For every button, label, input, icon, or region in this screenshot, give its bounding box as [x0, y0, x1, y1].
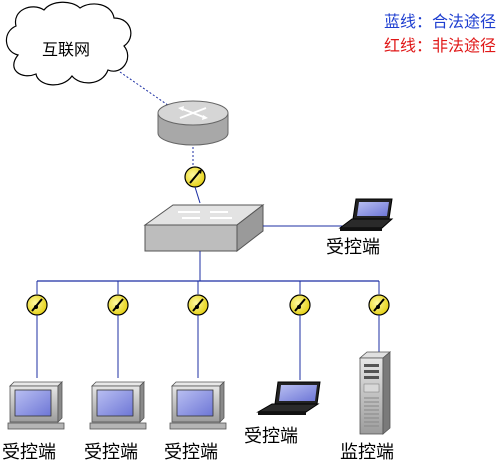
legend-red: 红线：非法途径 [383, 36, 496, 55]
server-label: 监控端 [340, 442, 394, 463]
firewall-icon [289, 294, 311, 316]
client-1-label: 受控端 [2, 442, 56, 463]
router [157, 100, 229, 146]
firewall-icon [26, 294, 48, 316]
laptop-bottom-icon [256, 381, 321, 415]
client-pc-icon [169, 381, 227, 430]
firewall-icon [368, 294, 390, 316]
internet-link [119, 71, 176, 111]
client-3-label: 受控端 [164, 442, 218, 463]
server-icon [358, 351, 392, 435]
firewall-icon [107, 294, 129, 316]
legend-blue: 蓝线：合法途径 [383, 12, 496, 31]
cloud-label: 互联网 [42, 40, 91, 59]
internet-cloud [5, 1, 132, 86]
switch [143, 203, 265, 253]
firewall-icon [187, 294, 209, 316]
laptop-bottom-label: 受控端 [244, 426, 298, 447]
laptop-right-icon [338, 198, 394, 231]
firewall-icon [184, 166, 206, 188]
firewall-link [194, 186, 201, 204]
client-pc-icon [89, 381, 147, 430]
client-2-label: 受控端 [84, 442, 138, 463]
laptop-right-label: 受控端 [326, 237, 380, 258]
client-pc-icon [7, 381, 65, 430]
